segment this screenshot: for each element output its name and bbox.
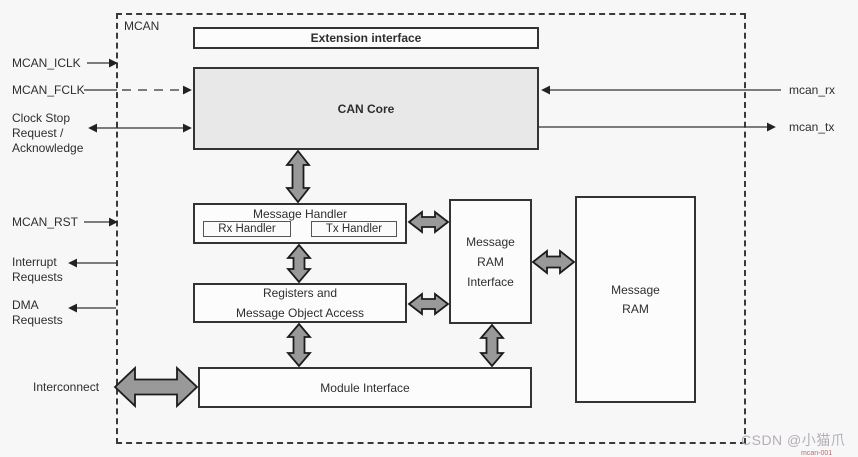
interrupt-line1: Interrupt — [12, 255, 57, 269]
interrupt-line2: Requests — [12, 270, 63, 284]
signal-label-mcan-fclk: MCAN_FCLK — [12, 83, 85, 97]
registers-label-line2: Message Object Access — [235, 306, 365, 320]
extension-interface-label: Extension interface — [310, 31, 422, 45]
csdn-watermark: CSDN @小猫爪 — [741, 432, 846, 448]
can-core-block: CAN Core — [193, 67, 539, 150]
message-ram-block: Message RAM — [575, 196, 696, 403]
rx-handler-block: Rx Handler — [203, 221, 291, 237]
tx-handler-label: Tx Handler — [325, 223, 383, 235]
signal-label-mcan-rst: MCAN_RST — [12, 215, 79, 229]
dma-line1: DMA — [12, 298, 39, 312]
message-ram-line1: Message — [611, 282, 660, 297]
signal-label-interrupt-requests: Interrupt Requests — [12, 255, 63, 285]
registers-label-line1: Registers and — [262, 286, 338, 300]
message-ram-interface-block: Message RAM Interface — [449, 199, 532, 324]
module-interface-block: Module Interface — [198, 367, 532, 408]
message-handler-label: Message Handler — [252, 207, 348, 221]
signal-label-clock-stop: Clock Stop Request / Acknowledge — [12, 111, 83, 156]
module-interface-label: Module Interface — [320, 380, 410, 395]
clock-stop-line3: Acknowledge — [12, 141, 84, 155]
tx-handler-block: Tx Handler — [311, 221, 397, 237]
message-ram-interface-line2: RAM — [477, 254, 504, 269]
message-ram-line2: RAM — [622, 301, 649, 316]
mcan-title: MCAN — [124, 19, 160, 33]
message-ram-interface-line1: Message — [466, 234, 515, 249]
extension-interface-block: Extension interface — [193, 27, 539, 49]
clock-stop-line1: Clock Stop — [12, 111, 71, 125]
signal-label-mcan-rx: mcan_rx — [789, 83, 836, 97]
message-ram-interface-line3: Interface — [467, 274, 514, 289]
can-core-label: CAN Core — [337, 101, 395, 116]
dma-line2: Requests — [12, 313, 63, 327]
signal-label-dma-requests: DMA Requests — [12, 298, 63, 328]
signal-label-interconnect: Interconnect — [33, 380, 100, 394]
mcan-dashed-boundary — [116, 13, 746, 444]
signal-label-mcan-tx: mcan_tx — [789, 120, 835, 134]
clock-stop-line2: Request / — [12, 126, 64, 140]
registers-block: Registers and Message Object Access — [193, 283, 407, 323]
rx-handler-label: Rx Handler — [218, 223, 276, 235]
signal-label-mcan-iclk: MCAN_ICLK — [12, 56, 81, 70]
figure-tag: mcan-001 — [801, 450, 833, 457]
